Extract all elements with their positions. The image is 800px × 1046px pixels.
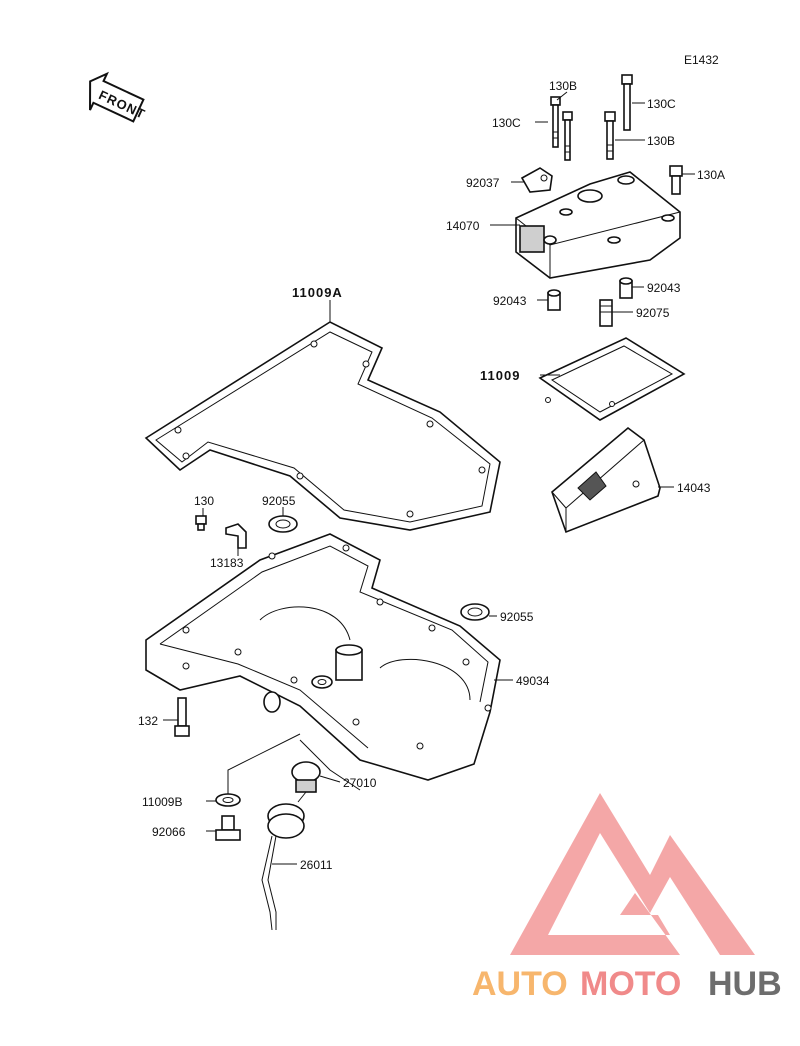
- bolt-130b-mid: [562, 111, 573, 161]
- callout-92055-right: 92055: [500, 610, 534, 624]
- callout-11009: 11009: [480, 368, 520, 383]
- callout-14043: 14043: [677, 481, 711, 495]
- callout-11009b: 11009B: [142, 795, 182, 809]
- clamp-13183: [225, 523, 247, 549]
- callout-92043-right: 92043: [647, 281, 681, 295]
- callout-130b-right: 130B: [647, 134, 675, 148]
- bolt-130b-top: [550, 96, 561, 148]
- callout-92075: 92075: [636, 306, 670, 320]
- callout-11009a: 11009A: [292, 285, 343, 300]
- callout-49034: 49034: [516, 674, 550, 688]
- watermark-text-hub: HUB: [708, 965, 782, 1003]
- bolt-130-small: [195, 515, 207, 531]
- watermark-text-auto: AUTO: [472, 965, 568, 1003]
- pipe-92075: [599, 299, 613, 327]
- gasket-11009: [538, 337, 686, 421]
- callout-27010: 27010: [343, 776, 377, 790]
- seal-92055-top: [268, 515, 298, 533]
- gasket-11009a: [144, 321, 501, 531]
- leader-lines: [163, 91, 695, 865]
- front-arrow-icon: FRONT: [89, 71, 148, 123]
- callout-130b-top: 130B: [549, 79, 577, 93]
- baffle-plate-14043: [551, 426, 661, 534]
- callout-92055-top: 92055: [262, 494, 296, 508]
- callout-13183: 13183: [210, 556, 244, 570]
- breather-cover-14070: [515, 171, 681, 279]
- automotohub-watermark: AUTO MOTO HUB: [472, 793, 782, 1003]
- seal-92055-right: [460, 603, 490, 621]
- bolt-130b-right: [604, 111, 616, 160]
- callout-14070: 14070: [446, 219, 480, 233]
- callout-130c-left: 130C: [492, 116, 521, 130]
- dowel-pin-92043-right: [619, 277, 633, 299]
- drain-plug-92066: [215, 815, 241, 841]
- callout-132: 132: [138, 714, 158, 728]
- watermark-text-moto: MOTO: [580, 965, 681, 1003]
- bolt-130a: [669, 165, 683, 195]
- callout-92037: 92037: [466, 176, 500, 190]
- bolt-130c-right: [621, 74, 633, 131]
- oil-gauge-26011: [261, 803, 305, 931]
- triangle-logo-icon: [510, 793, 755, 955]
- callout-130a: 130A: [697, 168, 725, 182]
- callout-92043-left: 92043: [493, 294, 527, 308]
- oil-pan-49034: [145, 533, 501, 791]
- bolt-132: [174, 697, 190, 737]
- callout-130: 130: [194, 494, 214, 508]
- bracket-92037: [520, 167, 553, 193]
- diagram-code: E1432: [684, 53, 719, 67]
- callout-92066: 92066: [152, 825, 186, 839]
- dowel-pin-92043-left: [547, 289, 561, 311]
- callout-26011: 26011: [300, 858, 333, 872]
- washer-11009b: [215, 793, 241, 807]
- switch-27010: [291, 761, 321, 803]
- callout-130c-right: 130C: [647, 97, 676, 111]
